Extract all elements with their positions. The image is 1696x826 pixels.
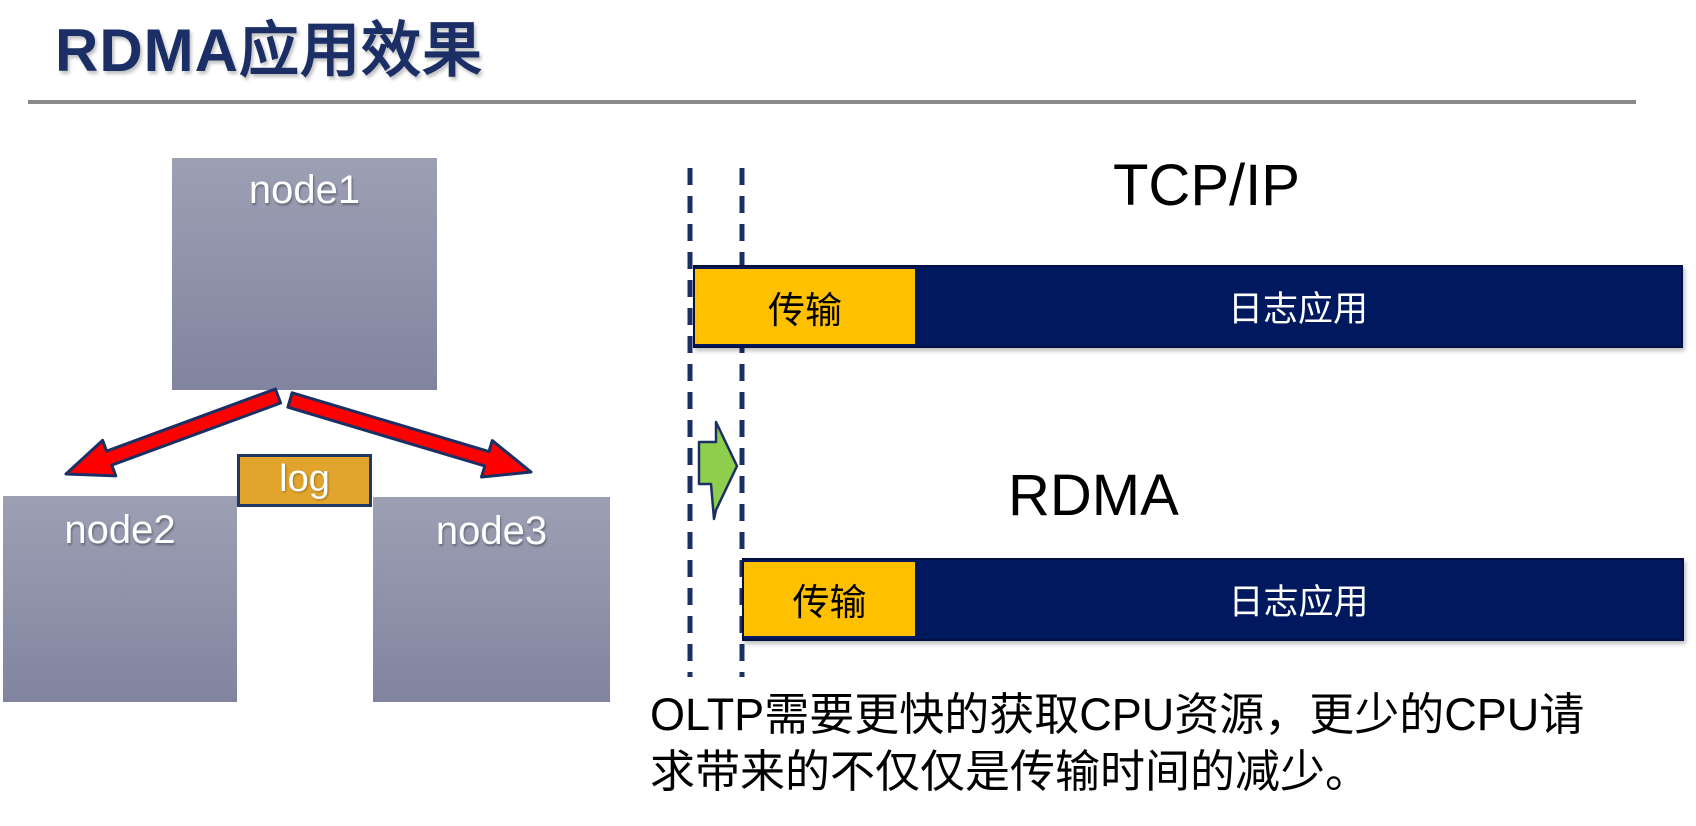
- log-label: log: [279, 458, 330, 500]
- tcp-app-label: 日志应用: [1227, 290, 1368, 329]
- tcp-timeline-bar: 传输 日志应用: [693, 265, 1683, 348]
- rdma-transfer-label: 传输: [792, 582, 867, 623]
- rdma-transfer-segment: 传输: [744, 562, 915, 636]
- rdma-app-segment: 日志应用: [915, 560, 1682, 639]
- node2-box: node2: [3, 496, 237, 702]
- title-divider: [28, 100, 1636, 104]
- node1-box: node1: [172, 158, 437, 390]
- node1-label: node1: [248, 168, 361, 212]
- red-arrow-right-icon: [286, 391, 533, 479]
- caption-line-2: 求带来的不仅仅是传输时间的减少。: [650, 746, 1371, 797]
- page-title: RDMA应用效果: [55, 17, 483, 84]
- rdma-app-label: 日志应用: [1228, 583, 1369, 622]
- node3-label: node3: [435, 509, 548, 553]
- log-box: log: [237, 454, 372, 507]
- node3-box: node3: [373, 497, 610, 702]
- green-arrow-icon: [697, 420, 739, 521]
- rdma-heading: RDMA: [1008, 463, 1179, 528]
- caption-line-1: OLTP需要更快的获取CPU资源，更少的CPU请: [650, 689, 1585, 740]
- tcp-transfer-label: 传输: [768, 289, 842, 331]
- node2-label: node2: [64, 508, 176, 552]
- tcp-app-segment: 日志应用: [915, 267, 1681, 346]
- red-arrow-left-icon: [64, 387, 283, 478]
- caption-text: OLTP需要更快的获取CPU资源，更少的CPU请 求带来的不仅仅是传输时间的减少…: [650, 686, 1584, 800]
- rdma-timeline-bar: 传输 日志应用: [742, 558, 1684, 641]
- tcp-heading: TCP/IP: [1113, 153, 1300, 218]
- tcp-transfer-segment: 传输: [695, 269, 915, 344]
